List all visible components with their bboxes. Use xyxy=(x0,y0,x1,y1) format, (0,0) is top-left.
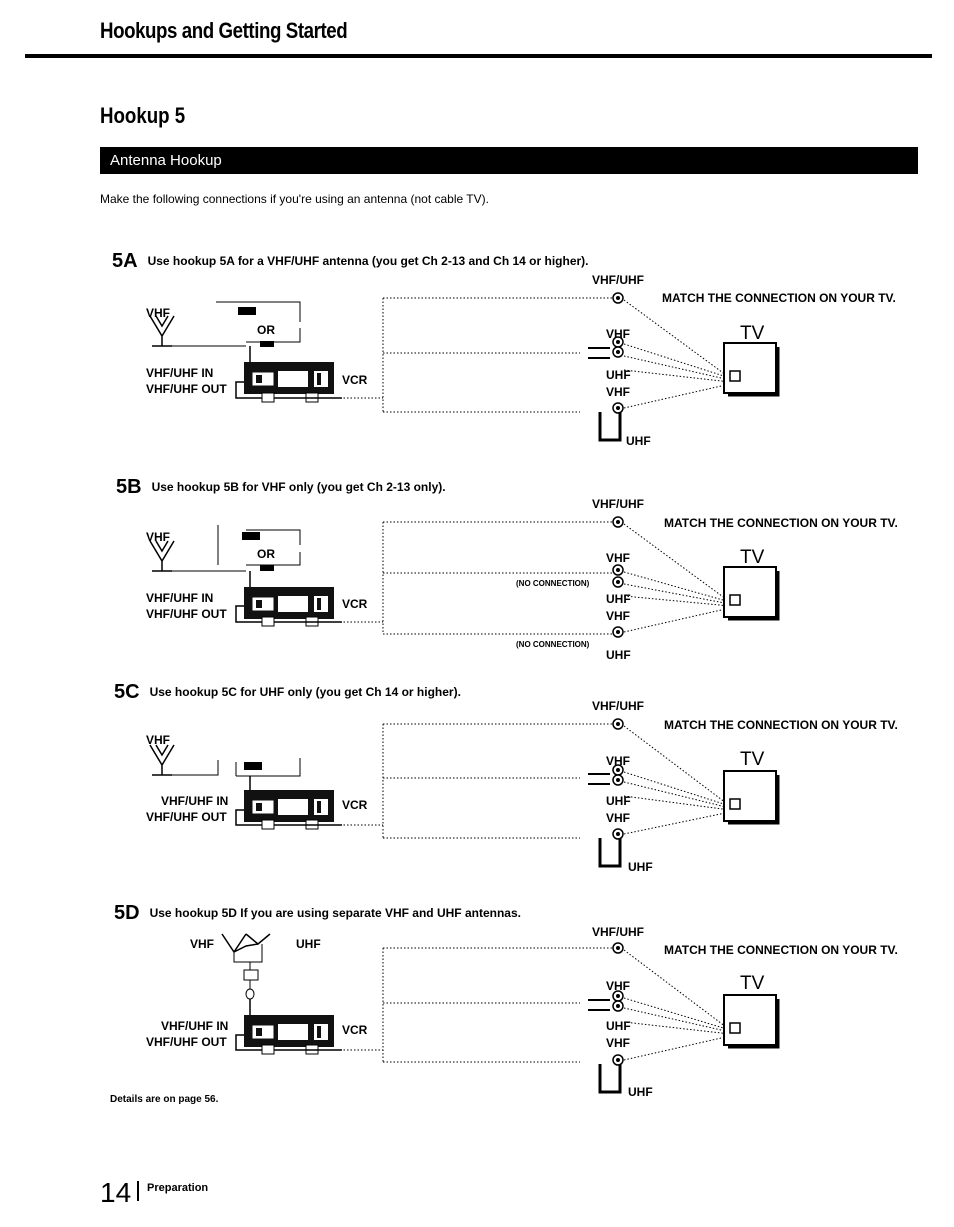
tv-uhf-label: UHF xyxy=(606,592,631,606)
tv-uhf-label: UHF xyxy=(606,648,631,662)
tv-vhf-label: VHF xyxy=(606,979,630,993)
diagram-5c xyxy=(149,718,780,868)
page-separator xyxy=(137,1181,139,1201)
match-note: MATCH THE CONNECTION ON YOUR TV. xyxy=(664,516,898,530)
tv-uhf-label: UHF xyxy=(628,1085,653,1099)
antenna-icon xyxy=(149,540,175,572)
details-note: Details are on page 56. xyxy=(110,1094,219,1105)
vcr-icon xyxy=(243,361,335,395)
vcr-out-label: VHF/UHF OUT xyxy=(146,382,227,396)
tv-vhf-label: VHF xyxy=(606,1036,630,1050)
tv-vhf-uhf-label: VHF/UHF xyxy=(592,925,644,939)
match-note: MATCH THE CONNECTION ON YOUR TV. xyxy=(662,291,896,305)
tv-icon xyxy=(722,341,780,397)
plug-icon xyxy=(238,307,256,315)
vcr-out-label: VHF/UHF OUT xyxy=(146,810,227,824)
match-note: MATCH THE CONNECTION ON YOUR TV. xyxy=(664,943,898,957)
section-bar-label: Antenna Hookup xyxy=(110,152,222,169)
plug-icon xyxy=(260,341,274,347)
vcr-in-label: VHF/UHF IN xyxy=(146,591,214,605)
vhf-antenna-label: VHF xyxy=(146,306,170,320)
section-heading-5a: 5A Use hookup 5A for a VHF/UHF antenna (y… xyxy=(112,250,589,273)
section-heading-5d: 5D Use hookup 5D If you are using separat… xyxy=(114,902,521,925)
tv-vhf-label: VHF xyxy=(606,385,630,399)
no-connection-note: (NO CONNECTION) xyxy=(516,640,590,649)
vcr-out-label: VHF/UHF OUT xyxy=(146,1035,227,1049)
no-connection-note: (NO CONNECTION) xyxy=(516,579,590,588)
plug-icon xyxy=(260,565,274,571)
tv-vhf-uhf-label: VHF/UHF xyxy=(592,497,644,511)
section-text: Use hookup 5B for VHF only (you get Ch 2… xyxy=(151,480,446,494)
uhf-antenna-label: UHF xyxy=(296,937,321,951)
vcr-label: VCR xyxy=(342,373,368,387)
antenna-icon xyxy=(149,315,175,347)
tv-icon xyxy=(722,769,780,825)
tv-vhf-label: VHF xyxy=(606,609,630,623)
tv-label: TV xyxy=(740,547,765,568)
tv-uhf-label: UHF xyxy=(606,368,631,382)
section-text: Use hookup 5A for a VHF/UHF antenna (you… xyxy=(147,254,589,268)
combiner-icon xyxy=(243,969,259,981)
section-id: 5D xyxy=(114,902,140,924)
tv-vhf-label: VHF xyxy=(606,551,630,565)
tv-vhf-uhf-label: VHF/UHF xyxy=(592,699,644,713)
tv-icon xyxy=(722,565,780,621)
plug-icon xyxy=(242,532,260,540)
vcr-label: VCR xyxy=(342,597,368,611)
tv-label: TV xyxy=(740,973,765,994)
or-label: OR xyxy=(257,323,275,337)
vcr-in-label: VHF/UHF IN xyxy=(161,1019,229,1033)
tv-vhf-label: VHF xyxy=(606,754,630,768)
intro-text: Make the following connections if you're… xyxy=(100,192,489,206)
section-bar: Antenna Hookup xyxy=(100,147,918,174)
diagram-5a xyxy=(149,292,780,442)
vcr-label: VCR xyxy=(342,798,368,812)
section-id: 5B xyxy=(116,476,142,498)
vcr-icon xyxy=(243,789,335,823)
section-heading-5c: 5C Use hookup 5C for UHF only (you get Ch… xyxy=(114,681,461,704)
section-text: Use hookup 5D If you are using separate … xyxy=(149,906,521,920)
diagram-5d xyxy=(221,933,780,1094)
antenna-icon xyxy=(221,933,271,954)
tv-vhf-uhf-label: VHF/UHF xyxy=(592,273,644,287)
page-header-title: Hookups and Getting Started xyxy=(100,18,348,43)
vcr-icon xyxy=(243,586,335,620)
or-label: OR xyxy=(257,547,275,561)
tv-label: TV xyxy=(740,749,765,770)
vhf-antenna-label: VHF xyxy=(190,937,214,951)
tv-vhf-label: VHF xyxy=(606,327,630,341)
vcr-label: VCR xyxy=(342,1023,368,1037)
vcr-in-label: VHF/UHF IN xyxy=(146,366,214,380)
vhf-antenna-label: VHF xyxy=(146,530,170,544)
tv-uhf-label: UHF xyxy=(606,794,631,808)
hookup-title: Hookup 5 xyxy=(100,103,186,128)
vcr-in-label: VHF/UHF IN xyxy=(161,794,229,808)
header-rule xyxy=(25,54,932,58)
tv-uhf-label: UHF xyxy=(626,434,651,448)
vhf-antenna-label: VHF xyxy=(146,733,170,747)
section-text: Use hookup 5C for UHF only (you get Ch 1… xyxy=(149,685,461,699)
antenna-icon xyxy=(149,744,175,776)
vcr-icon xyxy=(243,1014,335,1048)
section-id: 5C xyxy=(114,681,140,703)
tv-icon xyxy=(722,993,780,1049)
vcr-out-label: VHF/UHF OUT xyxy=(146,607,227,621)
tv-label: TV xyxy=(740,323,765,344)
section-heading-5b: 5B Use hookup 5B for VHF only (you get Ch… xyxy=(116,476,446,499)
page-number: 14 xyxy=(100,1177,132,1208)
tv-vhf-label: VHF xyxy=(606,811,630,825)
tv-uhf-label: UHF xyxy=(628,860,653,874)
plug-icon xyxy=(244,762,262,770)
page-section-label: Preparation xyxy=(147,1182,209,1194)
match-note: MATCH THE CONNECTION ON YOUR TV. xyxy=(664,718,898,732)
diagram-5b xyxy=(149,516,780,638)
section-id: 5A xyxy=(112,250,138,272)
